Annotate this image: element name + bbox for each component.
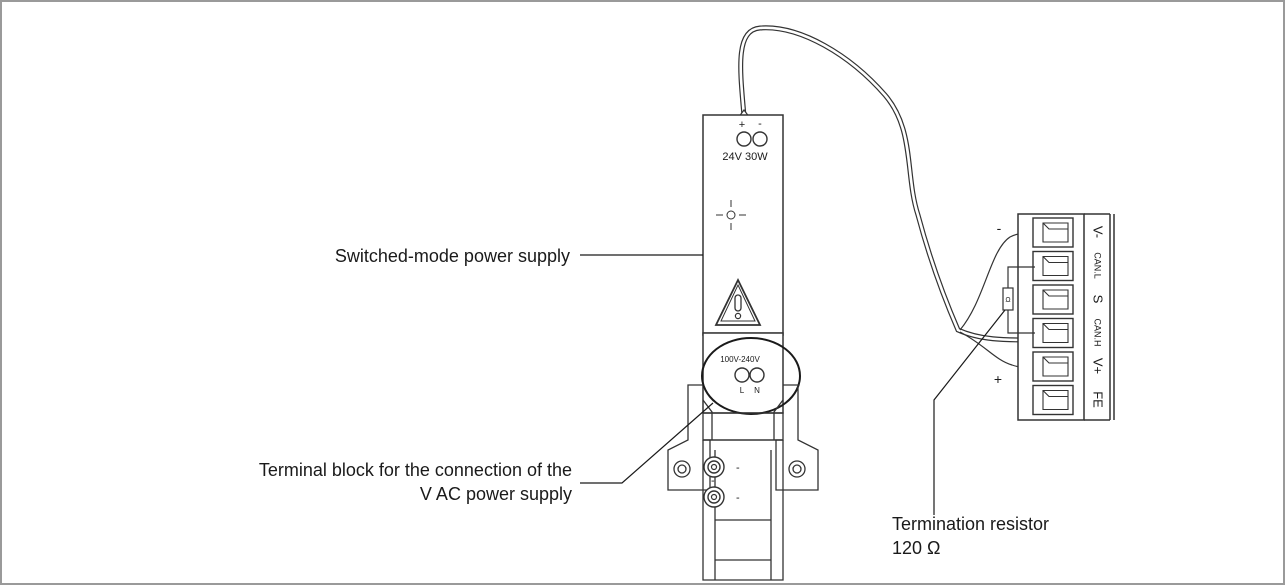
callout-terminal-block: Terminal block for the connection of the… — [259, 458, 572, 506]
bracket-screw-left — [673, 460, 691, 478]
callout-termination-resistor: Termination resistor 120 Ω — [892, 512, 1049, 560]
ac-n-label: N — [754, 386, 760, 395]
power-cable-inner — [739, 26, 1031, 342]
warning-icon — [714, 277, 762, 326]
connector-pin-label: CAN.H — [1093, 318, 1103, 346]
rail-mark-1: - — [736, 462, 740, 474]
rail-mark-2: - — [711, 475, 715, 487]
psu-rating-label: 24V 30W — [722, 151, 768, 163]
terminal-highlight-ellipse — [701, 337, 801, 415]
connector-slot — [1032, 250, 1074, 282]
connector-slot — [1032, 317, 1074, 349]
connector-slot — [1032, 351, 1074, 382]
rail-screw-bottom — [703, 486, 725, 508]
rail-screw-top — [703, 456, 725, 478]
dc-minus-label: - — [758, 118, 762, 130]
connector-slot — [1032, 384, 1074, 416]
connector-slot — [1032, 217, 1074, 248]
rail-mark-3: - — [736, 492, 740, 504]
callout-resistor-line2: 120 Ω — [892, 538, 941, 558]
connector-pin-label: V- — [1091, 226, 1106, 238]
resistor-symbol: Ω — [1005, 297, 1010, 304]
connector-slot-clamp — [1042, 322, 1069, 344]
leader-resistor — [933, 309, 1006, 515]
mounting-bracket — [667, 384, 819, 581]
ac-terminal-l — [734, 367, 750, 383]
connector-plus-mark: + — [994, 371, 1002, 387]
connector-pin-label: FE — [1091, 391, 1106, 408]
connector-pin-label: CAN.L — [1093, 252, 1103, 279]
termination-resistor — [1002, 266, 1035, 334]
callout-psu: Switched-mode power supply — [334, 246, 570, 266]
connector-minus-mark: - — [997, 220, 1002, 236]
connector-slot — [1032, 284, 1074, 315]
ac-l-label: L — [740, 386, 745, 395]
callout-resistor-line1: Termination resistor — [892, 514, 1050, 534]
bracket-screw-right — [788, 460, 806, 478]
ac-range-label: 100V-240V — [720, 355, 760, 364]
dc-plus-label: + — [739, 119, 745, 131]
leader-terminal — [580, 402, 714, 484]
power-cable — [738, 25, 1031, 343]
connector-slot-clamp — [1042, 389, 1069, 411]
connector-slot-clamp — [1042, 289, 1069, 310]
callout-terminal-line1: Terminal block for the connection of the — [258, 460, 572, 480]
connector-pin-label: V+ — [1091, 358, 1106, 374]
adjust-icon — [716, 200, 746, 230]
connector-slot-clamp — [1042, 356, 1069, 377]
dc-terminal-minus — [752, 131, 768, 147]
ac-terminal-n — [749, 367, 765, 383]
connector-slot-clamp — [1042, 222, 1069, 243]
connector-pin-label: S — [1091, 295, 1106, 304]
connector-slot-clamp — [1042, 255, 1069, 277]
callout-terminal-line2: V AC power supply — [419, 484, 572, 504]
dc-terminal-plus — [736, 131, 752, 147]
